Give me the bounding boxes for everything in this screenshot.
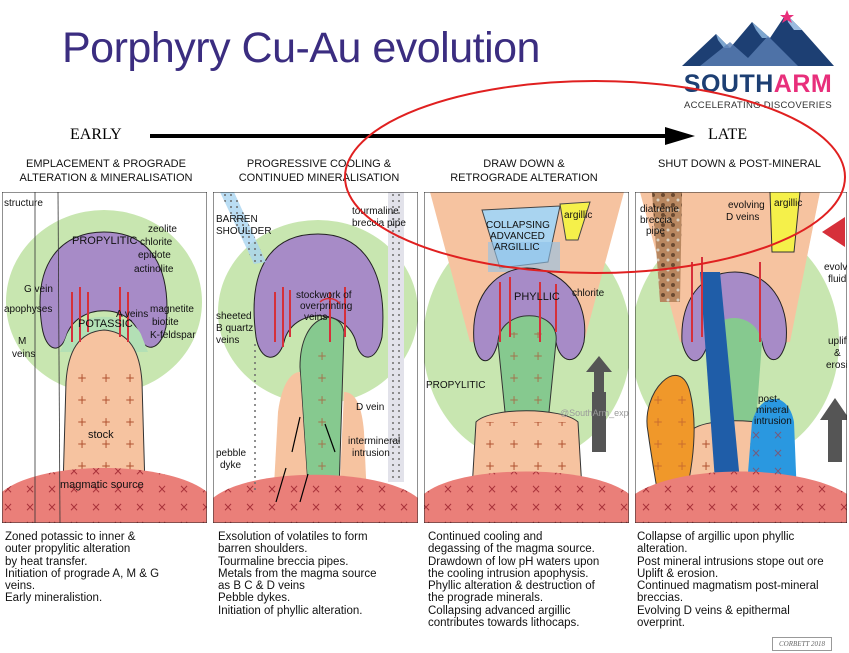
label-dyke: dyke (220, 460, 242, 471)
label-diatreme: diatreme (640, 204, 679, 215)
timeline-early-label: EARLY (70, 126, 122, 144)
page-title: Porphyry Cu-Au evolution (62, 24, 540, 73)
stage-2-title: PROGRESSIVE COOLING &CONTINUED MINERALIS… (215, 157, 423, 185)
logo-tagline: ACCELERATING DISCOVERIES (678, 100, 838, 111)
label-barren: BARREN (216, 214, 258, 225)
label-pipe: pipe (646, 226, 665, 237)
label-post-intrusion: intrusion (754, 416, 792, 427)
stage-2-diagram: BARREN SHOULDER tourmaline breccia pipe … (213, 192, 418, 523)
southarm-logo[interactable]: SOUTHARM ACCELERATING DISCOVERIES (678, 8, 838, 130)
evolution-diagram: × + structure PROPYLITIC (0, 192, 849, 523)
label-uplift: uplift (828, 336, 849, 347)
label-biotite: biotite (152, 317, 179, 328)
label-d-vein: D vein (356, 402, 384, 413)
label-stock: stock (88, 429, 114, 441)
label-mineral: mineral (756, 405, 789, 416)
label-actinolite: actinolite (134, 264, 174, 275)
label-chlorite: chlorite (140, 237, 173, 248)
label-collapsing: COLLAPSING (486, 220, 550, 231)
label-phyllic: PHYLLIC (514, 291, 560, 303)
label-advanced: ADVANCED (490, 231, 545, 242)
label-m: M (18, 336, 26, 347)
stage-4-title: SHUT DOWN & POST-MINERAL (632, 157, 847, 171)
label-stockwork-1: stockwork of (296, 290, 352, 301)
label-propylitic: PROPYLITIC (72, 235, 137, 247)
label-structure: structure (4, 198, 43, 209)
label-amp: & (834, 348, 841, 359)
stage-4-diagram: diatreme breccia pipe evolving D veins a… (631, 192, 849, 523)
label-evolving-fluid-2: fluid (828, 274, 846, 285)
label-intermineral: intermineral (348, 436, 400, 447)
label-zeolite: zeolite (148, 224, 177, 235)
label-argillic-4: argillic (774, 198, 802, 209)
label-breccia-pipe: breccia pipe (352, 218, 406, 229)
stage-3-title: DRAW DOWN &RETROGRADE ALTERATION (420, 157, 628, 185)
label-post: post- (758, 394, 780, 405)
timeline-late-label: LATE (708, 126, 747, 144)
label-potassic: POTASSIC (78, 318, 133, 330)
mountain-star-logo-icon (678, 8, 838, 70)
logo-brand: SOUTHARM (678, 70, 838, 99)
stage-3-diagram: COLLAPSING ADVANCED ARGILLIC argillic PH… (423, 192, 658, 523)
label-chlorite: chlorite (572, 288, 605, 299)
label-argillic: argillic (564, 210, 592, 221)
stage-1-diagram: structure PROPYLITIC zeolite chlorite ep… (2, 192, 207, 523)
label-sheeted: sheeted (216, 311, 252, 322)
label-tourmaline: tourmaline (352, 206, 399, 217)
right-arrow-icon (150, 126, 695, 146)
label-kfeldspar: K-feldspar (150, 330, 196, 341)
credit-box: CORBETT 2018 (772, 637, 832, 651)
stage-1-description: Zoned potassic to inner &outer propyliti… (5, 531, 210, 605)
label-veins: veins (216, 335, 239, 346)
label-intrusion: intrusion (352, 448, 390, 459)
label-b-quartz: B quartz (216, 323, 253, 334)
label-stockwork-3: veins (304, 312, 327, 323)
label-d-veins: D veins (726, 212, 759, 223)
label-erosion: erosion (826, 360, 849, 371)
label-argillic-cap: ARGILLIC (494, 242, 540, 253)
label-evolving-fluid-1: evolving (824, 262, 849, 273)
label-magnetite: magnetite (150, 304, 194, 315)
label-m-veins: veins (12, 349, 35, 360)
label-breccia: breccia (640, 215, 673, 226)
label-epidote: epidote (138, 250, 171, 261)
label-pebble: pebble (216, 448, 246, 459)
label-propylitic-3: PROPYLITIC (426, 380, 485, 391)
label-magmatic-source: magmatic source (60, 479, 144, 491)
label-evolving: evolving (728, 200, 765, 211)
label-shoulder: SHOULDER (216, 226, 272, 237)
label-stockwork-2: overprinting (300, 301, 352, 312)
label-g-vein: G vein (24, 284, 53, 295)
label-apophyses: apophyses (4, 304, 52, 315)
